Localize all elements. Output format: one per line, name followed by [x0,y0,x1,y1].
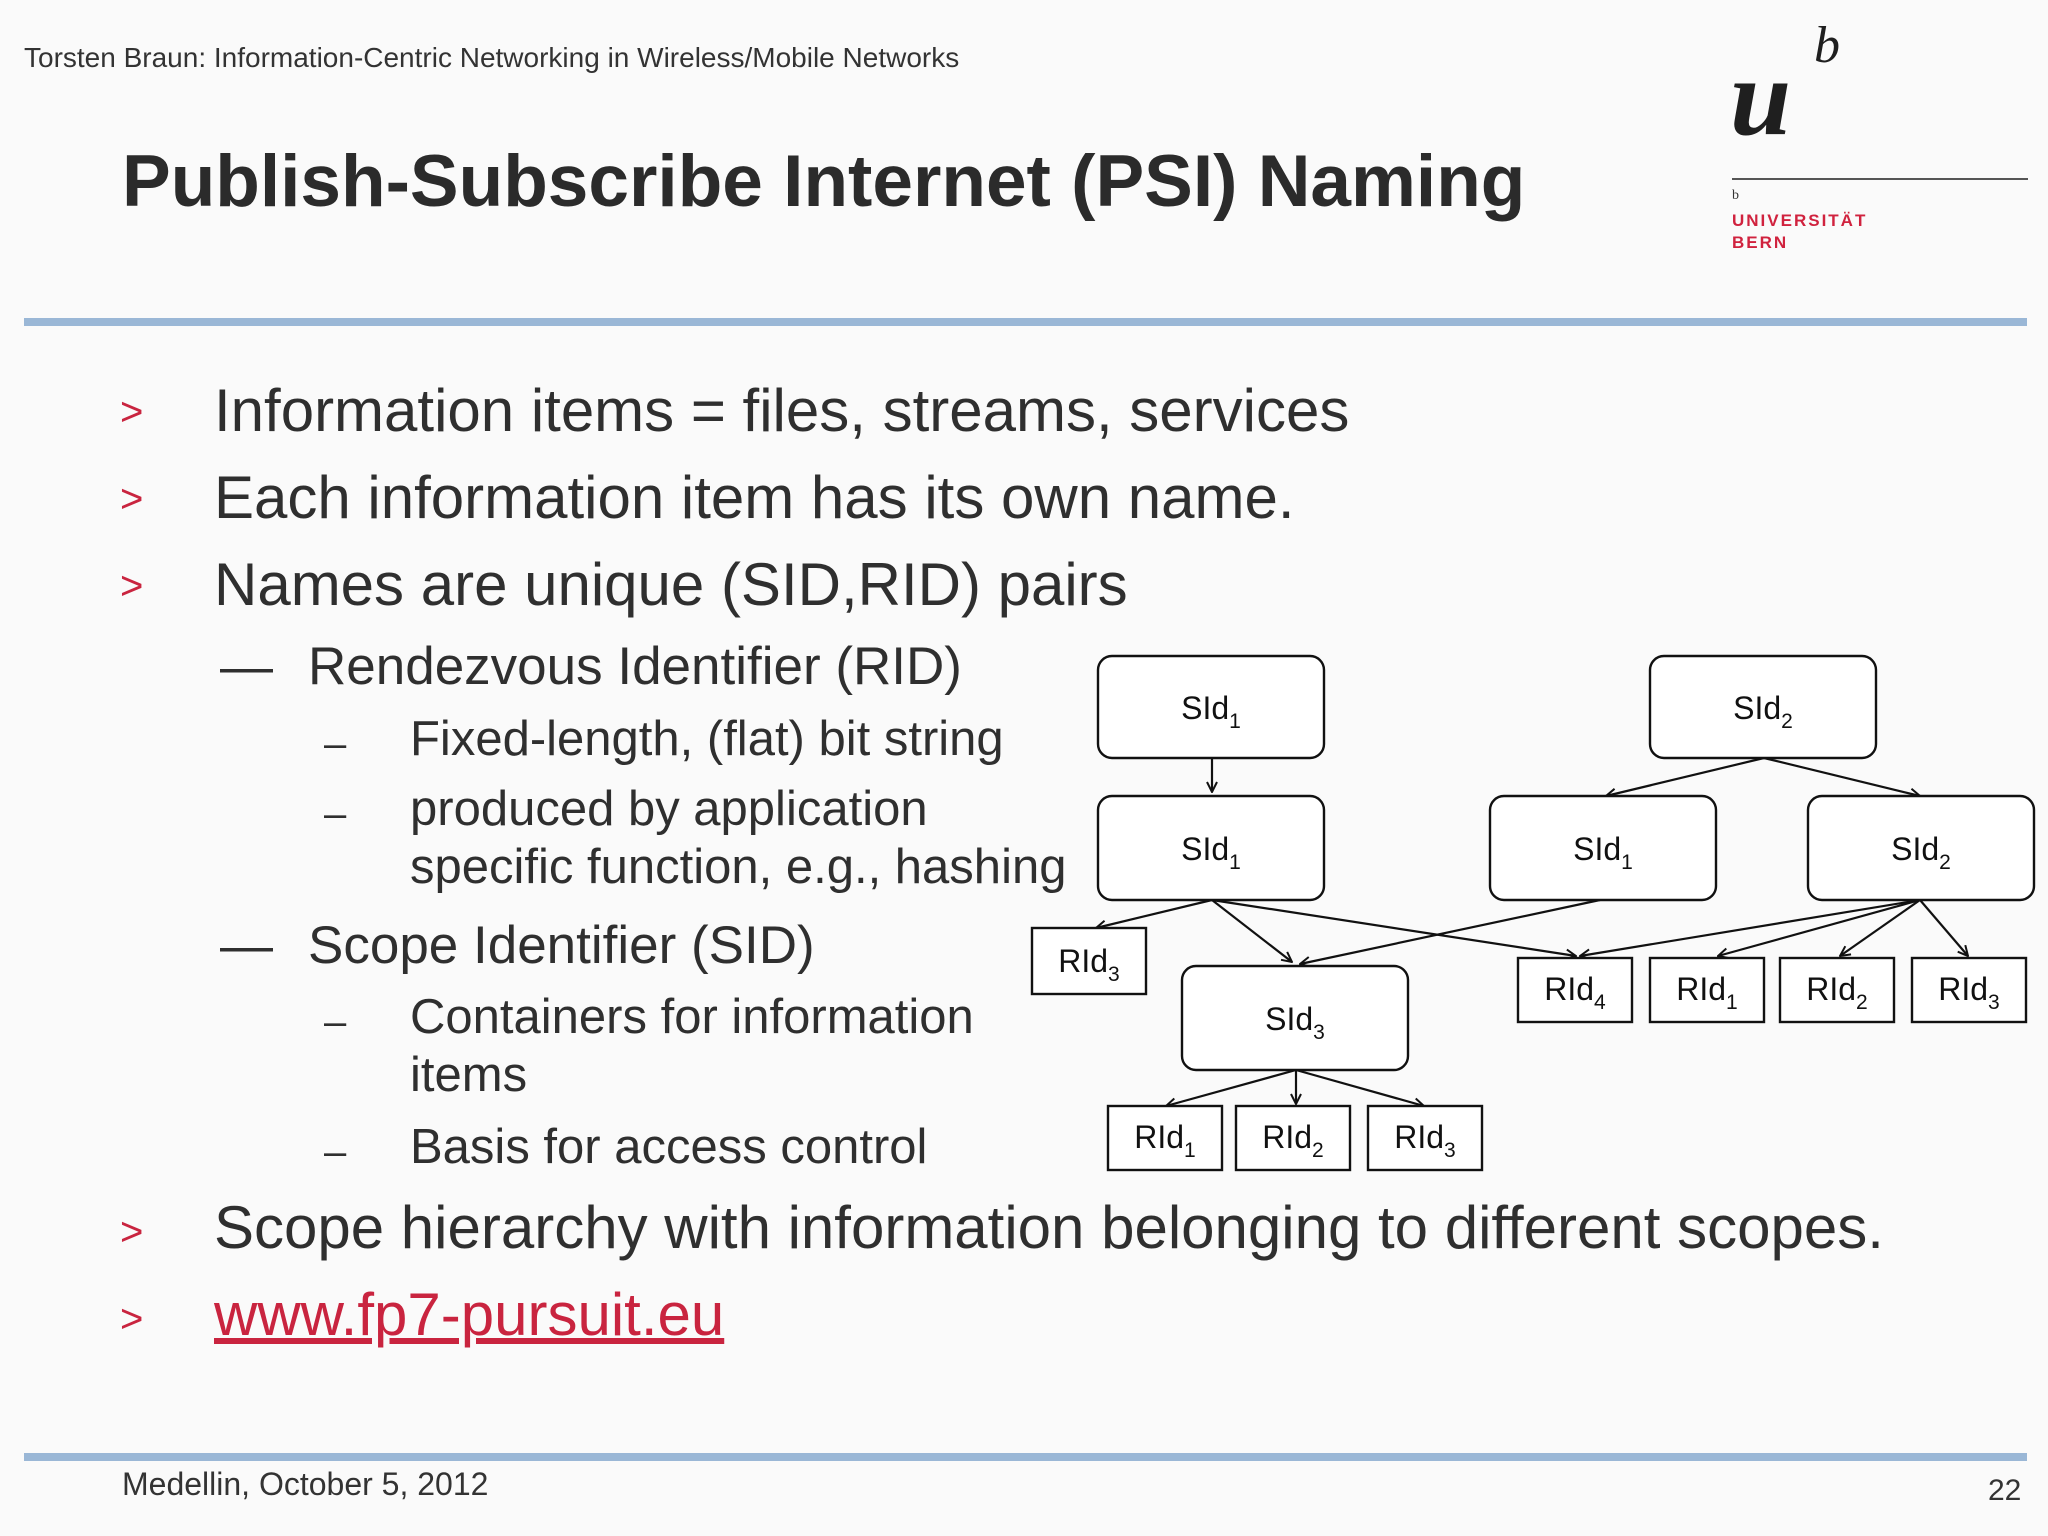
node-sid2-mid-right [1806,794,2036,902]
slide-title: Publish-Subscribe Internet (PSI) Naming [122,141,1526,222]
logo-mark-b: b [1814,17,1840,74]
bullet-marker: > [120,477,144,521]
logo-divider [1732,178,2028,180]
edge-sid2top-sid1midright [1606,756,1765,796]
bullet-marker: > [120,564,144,608]
node-rid2-bottom [1234,1104,1352,1172]
logo-university-name: UNIVERSITÄT BERN [1732,210,1867,254]
bullet-information-items: Information items = files, streams, serv… [214,377,1350,444]
edge-sid1mid-sid3 [1211,899,1292,962]
node-sid1-mid-left [1096,794,1326,902]
bullet-marker: > [120,1210,144,1254]
bullet-marker: > [120,390,144,434]
bullet-marker: > [120,1297,144,1341]
subbullet-rid-heading: Rendezvous Identifier (RID) [308,637,962,696]
label-sid1-mid-left: SId1 [1181,831,1241,874]
label-rid4-right: RId4 [1544,971,1606,1014]
node-sid1-mid-right [1488,794,1718,902]
node-rid1-bottom [1106,1104,1224,1172]
node-sid2-top [1648,654,1878,760]
header-rule [24,318,2027,326]
subsubbullet-containers-line1: Containers for information [410,990,974,1044]
logo-line2: BERN [1732,233,1789,252]
node-rid3-left [1030,926,1148,996]
bullet-each-item-name: Each information item has its own name. [214,464,1295,531]
edge-sid3-rid1 [1166,1068,1297,1106]
node-rid4-right [1516,956,1634,1024]
subsubbullet-containers-line2: items [410,1048,528,1102]
subsubbullet-dash: – [324,792,347,836]
edge-sid1midright-sid3 [1300,898,1601,964]
label-sid2-top: SId2 [1733,690,1793,733]
label-rid1-right: RId1 [1676,971,1737,1014]
label-rid3-left: RId3 [1058,943,1119,986]
node-sid3 [1180,964,1410,1072]
label-sid2-mid-right: SId2 [1891,831,1951,874]
logo-small-b: b [1732,188,1739,203]
bullet-unique-pairs: Names are unique (SID,RID) pairs [214,551,1128,618]
subbullet-sid-heading: Scope Identifier (SID) [308,916,815,975]
subsubbullet-dash: – [324,722,347,766]
edge-sid2midright-rid3 [1919,899,1968,956]
header-presenter-text: Torsten Braun: Information-Centric Netwo… [24,42,960,73]
subsubbullet-produced-line1: produced by application [410,782,928,836]
subbullet-dash: — [220,637,273,696]
edge-sid2midright-rid4 [1580,898,1921,956]
subsubbullet-dash: – [324,1130,347,1174]
logo-line1: UNIVERSITÄT [1732,211,1868,230]
subsubbullet-access-control: Basis for access control [410,1120,928,1174]
page-number: 22 [1988,1474,2022,1507]
edge-sid3-rid3 [1295,1068,1424,1106]
subsubbullet-produced-line2: specific function, e.g., hashing [410,840,1067,894]
label-sid3: SId3 [1265,1001,1325,1044]
label-rid2-bottom: RId2 [1262,1119,1323,1162]
footer-place-date: Medellin, October 5, 2012 [122,1466,489,1502]
label-sid1-top: SId1 [1181,690,1241,733]
label-sid1-mid-right: SId1 [1573,831,1633,874]
diagram-edges [1096,756,1968,1106]
subsubbullet-dash: – [324,1000,347,1044]
university-logo: u b b UNIVERSITÄT BERN [1730,20,2030,260]
edge-sid1mid-rid4 [1211,898,1576,956]
node-rid1-right [1648,956,1766,1024]
pursuit-website-link[interactable]: www.fp7-pursuit.eu [214,1281,725,1348]
label-rid1-bottom: RId1 [1134,1119,1195,1162]
bullet-scope-hierarchy: Scope hierarchy with information belongi… [214,1194,1884,1261]
node-rid3-bottom [1366,1104,1484,1172]
footer-rule [24,1453,2027,1461]
subbullet-dash: — [220,916,273,975]
edge-sid2midright-rid2 [1840,899,1921,956]
logo-mark-u: u [1730,36,1792,158]
label-rid2-right: RId2 [1806,971,1867,1014]
edge-sid2top-sid2midright [1763,756,1920,796]
edge-sid1mid-rid3left [1096,898,1213,928]
label-rid3-bottom: RId3 [1394,1119,1455,1162]
node-sid1-top [1096,654,1326,760]
subsubbullet-fixed-length: Fixed-length, (flat) bit string [410,712,1004,766]
label-rid3-right: RId3 [1938,971,1999,1014]
node-rid2-right [1778,956,1896,1024]
edge-sid2midright-rid1 [1718,898,1921,956]
node-rid3-right [1910,956,2028,1024]
